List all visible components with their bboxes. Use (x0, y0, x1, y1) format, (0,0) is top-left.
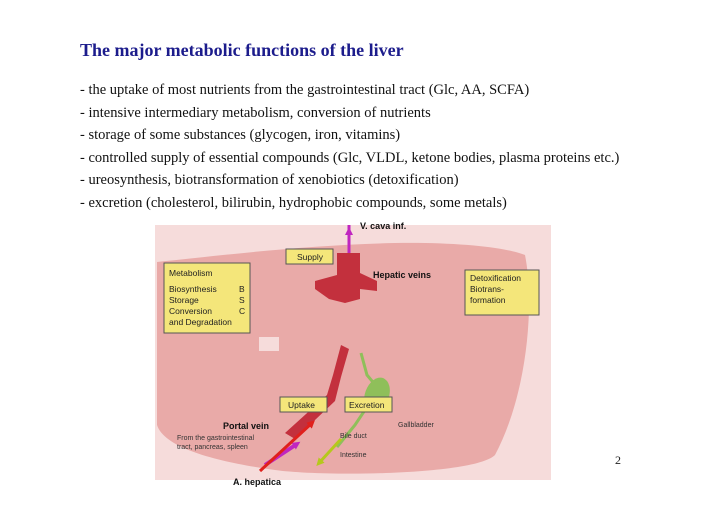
page-number: 2 (615, 453, 621, 467)
liver-diagram: Supply Metabolism Biosynthesis B Storage… (155, 225, 551, 480)
detox-box (464, 269, 540, 316)
excretion-box (344, 396, 393, 413)
bullet-item: - the uptake of most nutrients from the … (80, 82, 530, 98)
detox-label: formation (470, 295, 506, 305)
notch (259, 337, 279, 351)
metabolism-row-code: S (239, 295, 245, 305)
portal-vein-vessel (285, 345, 349, 439)
metabolism-row: Storage (169, 295, 199, 305)
metabolism-box (163, 262, 251, 334)
portal-vein-label: Portal vein (223, 421, 270, 431)
from-gi-annotation: From the gastrointestinal (177, 435, 254, 442)
metabolism-row-code: C (239, 306, 245, 316)
a-hepatica-arrow (258, 420, 315, 473)
metabolism-title: Metabolism (169, 268, 212, 278)
excretion-label: Excretion (349, 400, 385, 410)
hepatic-veins (315, 253, 377, 303)
bullet-item: - ureosynthesis, biotransformation of xe… (80, 172, 459, 188)
hepatic-veins-label: Hepatic veins (373, 270, 432, 280)
uptake-box (279, 396, 328, 413)
bullet-item: - intensive intermediary metabolism, con… (80, 104, 431, 121)
gallbladder-label: Gallbladder (398, 422, 434, 429)
bile-duct-label: Bile duct (340, 433, 367, 440)
uptake-label: Uptake (288, 400, 315, 410)
supply-label: Supply (297, 252, 324, 262)
metabolism-row: Biosynthesis (169, 284, 217, 294)
detox-label: Biotrans- (470, 284, 504, 294)
metabolism-row: Conversion (169, 306, 212, 316)
metabolism-row: and Degradation (169, 317, 232, 327)
intestine-label: Intestine (340, 452, 367, 459)
bullet-item: - controlled supply of essential compoun… (80, 149, 620, 166)
v-cava-label: V. cava inf. (360, 221, 407, 231)
slide-title: The major metabolic functions of the liv… (80, 40, 404, 60)
bullet-list: - the uptake of most nutrients from the … (80, 79, 619, 214)
detox-label: Detoxification (470, 273, 521, 283)
intestine-arrow (316, 437, 343, 466)
metabolism-row-code: B (239, 284, 245, 294)
from-gi-annotation: tract, pancreas, spleen (177, 444, 248, 451)
bullet-item: - storage of some substances (glycogen, … (80, 127, 401, 143)
a-hepatica-label: A. hepatica (233, 477, 282, 487)
supply-box (285, 248, 334, 265)
bullet-item: - excretion (cholesterol, bilirubin, hyd… (80, 194, 507, 211)
